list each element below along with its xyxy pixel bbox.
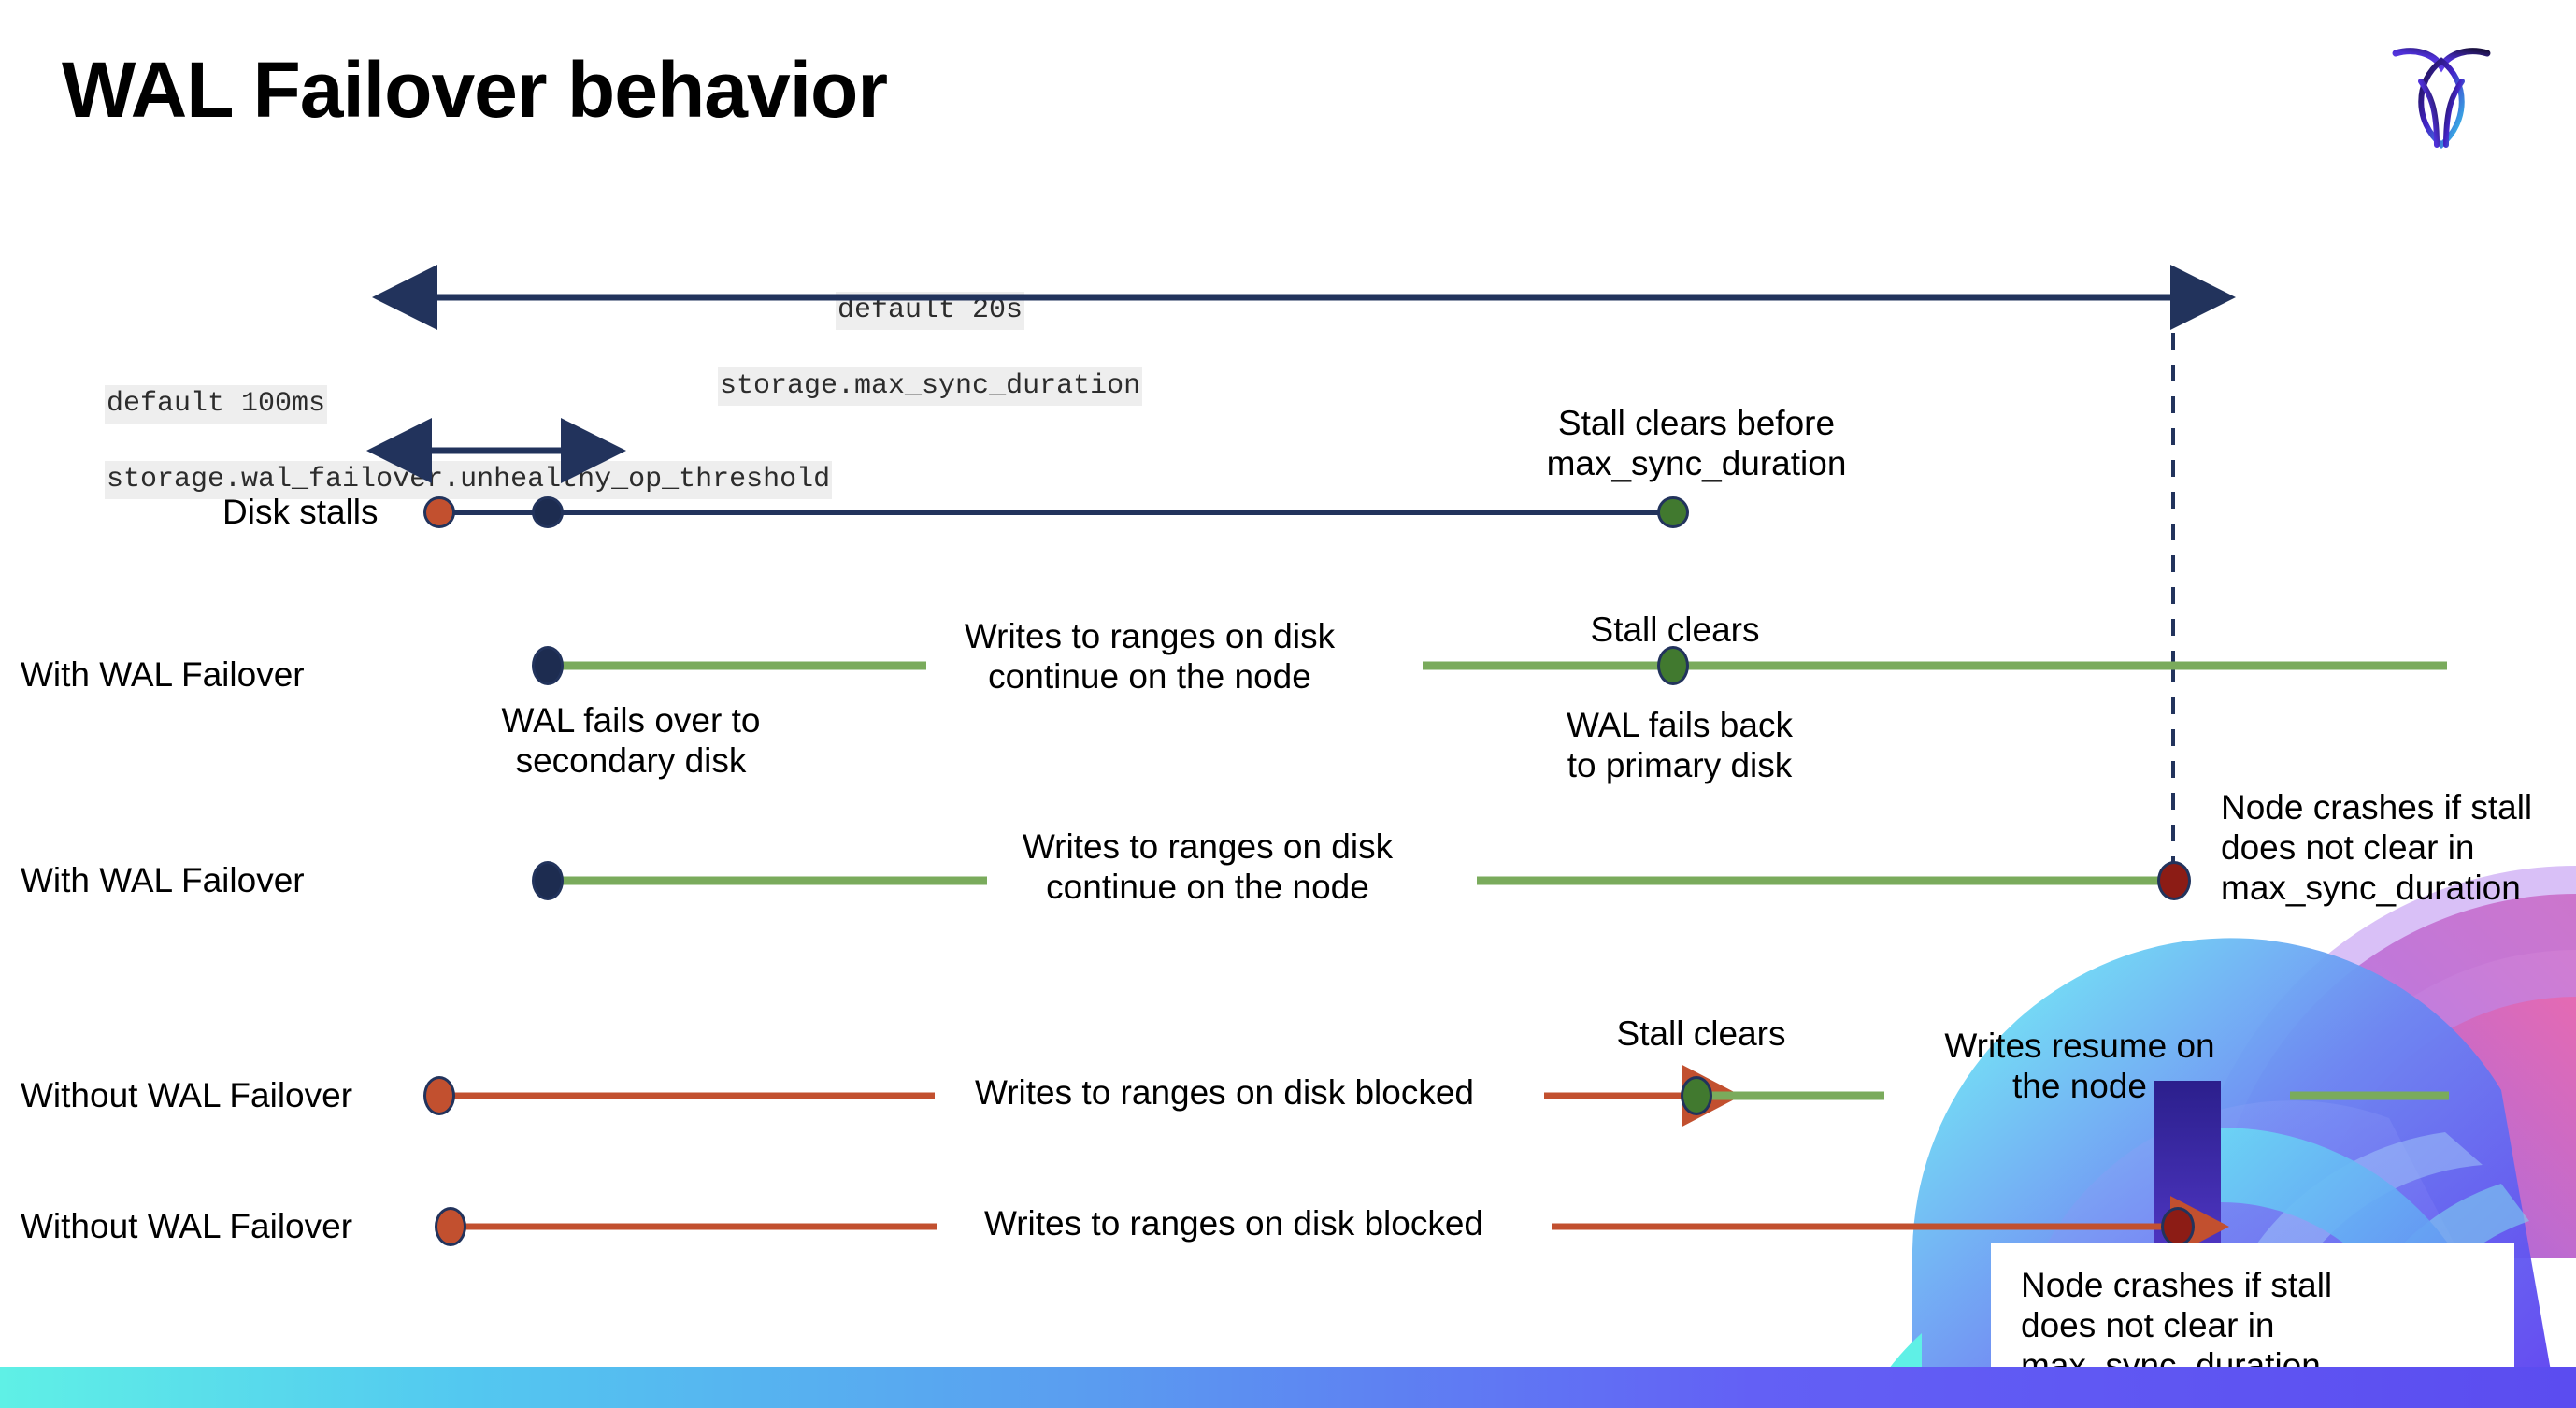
disk-stalls-clear-dot (1657, 496, 1689, 528)
without-failover-1-line-left (439, 1092, 935, 1099)
row-label-with-wal-failover-1: With WAL Failover (21, 655, 305, 694)
with-failover-1-failover-dot (532, 646, 564, 685)
without-failover-1-line-right (1701, 1091, 1884, 1100)
with-failover-2-line-left (548, 876, 987, 885)
row-label-with-wal-failover-2: With WAL Failover (21, 861, 305, 899)
annotation-max-sync-setting: storage.max_sync_duration (718, 366, 1143, 407)
note-stall-clears-row2: Stall clears (1590, 611, 1760, 649)
note-node-crashes-row3: Node crashes if stall does not clear in … (2221, 788, 2533, 907)
row-label-without-wal-failover-2: Without WAL Failover (21, 1207, 353, 1245)
note-writes-blocked-row5: Writes to ranges on disk blocked (983, 1204, 1484, 1243)
note-node-crashes-row5: Node crashes if stall does not clear in … (2021, 1266, 2333, 1385)
with-failover-1-clear-dot (1657, 646, 1689, 685)
with-failover-2-line-right (1477, 876, 2174, 885)
with-failover-1-line-right (1423, 661, 2447, 670)
annotation-unhealthy-default: default 100ms (105, 384, 328, 424)
note-stall-clears-before-max-sync: Stall clears before max_sync_duration (1546, 404, 1847, 482)
note-writes-blocked-row4: Writes to ranges on disk blocked (974, 1073, 1475, 1112)
cockroach-labs-logo-icon (2388, 33, 2496, 154)
with-failover-2-crash-dot (2157, 861, 2191, 900)
row-label-without-wal-failover-1: Without WAL Failover (21, 1076, 353, 1114)
without-failover-1-clear-dot (1681, 1076, 1712, 1115)
note-wal-fails-over-secondary: WAL fails over to secondary disk (501, 701, 761, 780)
annotation-unhealthy-setting: storage.wal_failover.unhealthy_op_thresh… (105, 460, 833, 500)
note-writes-resume: Writes resume on the node (1944, 1027, 2215, 1105)
without-failover-2-line-left (451, 1223, 937, 1230)
bottom-gradient-bar (0, 1367, 2576, 1408)
without-failover-2-start-dot (435, 1207, 466, 1246)
disk-stalls-line (439, 510, 1673, 515)
disk-stalls-failover-dot (532, 496, 564, 528)
disk-stalls-start-dot (423, 496, 455, 528)
page-title: WAL Failover behavior (62, 46, 888, 134)
with-failover-2-failover-dot (532, 861, 564, 900)
note-writes-continue-row2: Writes to ranges on disk continue on the… (964, 617, 1336, 696)
without-failover-2-crash-dot (2161, 1207, 2195, 1246)
with-failover-1-line-left (548, 661, 926, 670)
annotation-max-sync-default: default 20s (836, 291, 1025, 331)
row-label-disk-stalls: Disk stalls (222, 493, 379, 531)
without-failover-1-start-dot (423, 1076, 455, 1115)
without-failover-1-line-far-right (2290, 1091, 2449, 1100)
note-writes-continue-row3: Writes to ranges on disk continue on the… (1022, 827, 1394, 906)
note-wal-fails-back-primary: WAL fails back to primary disk (1567, 706, 1793, 784)
note-stall-clears-row4: Stall clears (1616, 1014, 1786, 1053)
